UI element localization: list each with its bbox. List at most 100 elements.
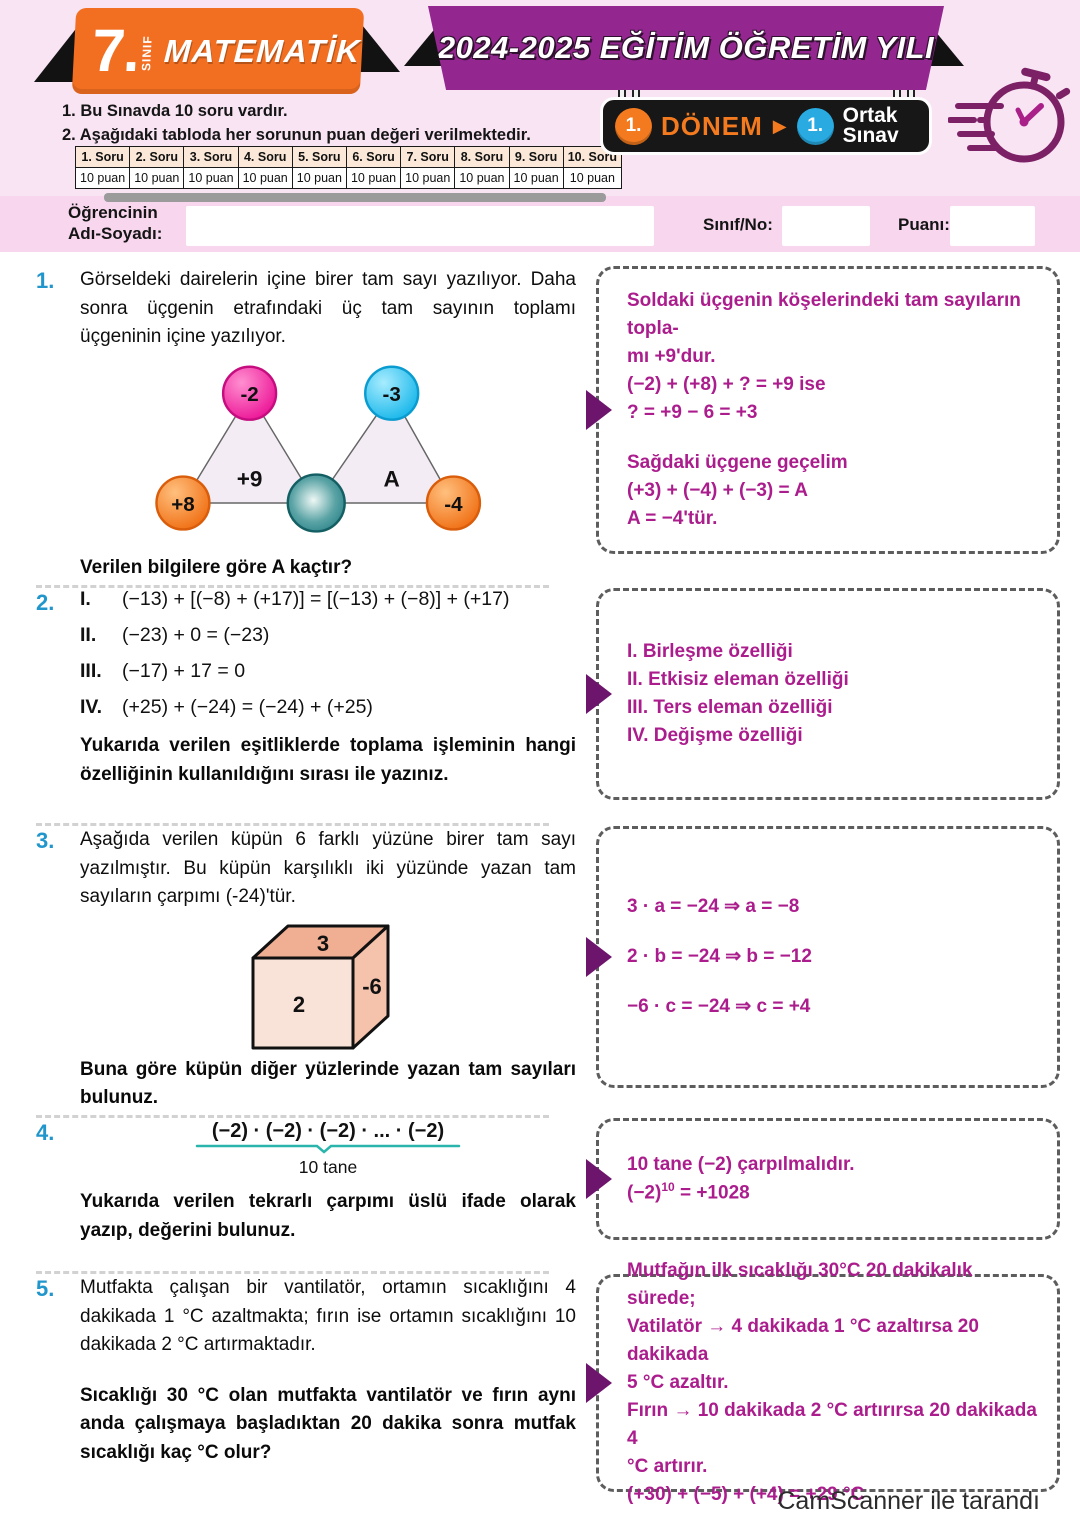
question-number: 1. — [36, 268, 55, 293]
score-table-header-row: 1. Soru 2. Soru 3. Soru 4. Soru 5. Soru … — [74, 146, 623, 168]
question-number: 2. — [36, 590, 55, 615]
answer-line: 10 tane (−2) çarpılmalıdır. — [627, 1153, 855, 1175]
answer-box-5: Mutfağın ilk sıcaklığı 30°C 20 dakikalık… — [596, 1260, 1060, 1505]
answer-line: 5 °C azaltır. — [627, 1371, 729, 1393]
power-base: (−2) — [627, 1182, 662, 1204]
grade-label: SINIF — [138, 35, 155, 71]
question-text: Mutfakta çalışan bir vantilatör, ortamın… — [80, 1277, 576, 1355]
answer-line: A = −4'tür. — [627, 508, 718, 530]
student-name-field — [186, 206, 654, 246]
statement-expression: (−13) + [(−8) + (+17)] = [(−13) + (−8)] … — [122, 588, 510, 610]
answer-line: I. Birleşme özelliği — [627, 640, 793, 662]
stopwatch-icon — [948, 67, 1071, 163]
score-header-cell: 4. Soru — [237, 146, 293, 168]
circle-orange-left — [155, 474, 211, 531]
student-name-label: Öğrencinin Adı-Soyadı: — [68, 202, 162, 245]
class-no-field — [782, 206, 870, 246]
question-row-1: 1. Görseldeki dairelerin içine birer tam… — [36, 266, 1060, 588]
question-prompt: Yukarıda verilen tekrarlı çarpımı üslü i… — [80, 1191, 576, 1241]
score-table-value-row: 10 puan 10 puan 10 puan 10 puan 10 puan … — [74, 167, 623, 189]
triangle-sum-left: +9 — [237, 466, 263, 491]
answer-line: −6 · c = −24 ⇒ c = +4 — [627, 996, 811, 1018]
exam-label-line1: Ortak — [842, 104, 898, 128]
answer-line: ? = +9 − 6 = +3 — [627, 402, 758, 423]
answer-box-2: I. Birleşme özelliği II. Etkisiz eleman … — [596, 588, 1060, 800]
circle-value: -3 — [383, 383, 401, 406]
term-badge: 1. DÖNEM ▶ 1. Ortak Sınav — [600, 97, 932, 155]
grade-badge: 7. SINIF MATEMATİK — [71, 8, 365, 94]
term-number-circle: 1. — [615, 107, 652, 145]
circle-value: -2 — [240, 383, 258, 406]
question-number: 4. — [36, 1120, 55, 1145]
question-prompt: Yukarıda verilen eşitliklerde toplama iş… — [80, 735, 576, 785]
year-banner: 2024-2025 EĞİTİM ÖĞRETİM YILI — [428, 6, 944, 90]
question-4: 4. (−2) · (−2) · (−2) · ... · (−2) 10 ta… — [36, 1118, 576, 1274]
question-row-5: 5. Mutfakta çalışan bir vantilatör, orta… — [36, 1260, 1060, 1506]
answer-line: Sağdaki üçgene geçelim — [627, 452, 848, 474]
power-exponent: 10 — [661, 1179, 675, 1194]
score-value-cell: 10 puan — [129, 167, 185, 189]
answer-line: Mutfağın ilk sıcaklığı 30°C 20 dakikalık… — [627, 1259, 973, 1309]
question-2: 2. I. (−13) + [(−8) + (+17)] = [(−13) + … — [36, 588, 576, 826]
roman-numeral: II. — [80, 624, 97, 646]
answer-line: Fırın → 10 dakikada 2 °C artırırsa 20 da… — [627, 1400, 1037, 1450]
statement-expression: (−23) + 0 = (−23) — [122, 624, 270, 646]
circle-value: -4 — [444, 492, 463, 515]
score-header-cell: 9. Soru — [508, 146, 564, 168]
question-separator — [36, 1115, 549, 1118]
answer-line: Soldaki üçgenin köşelerindeki tam sayıla… — [627, 289, 1021, 339]
circle-pink — [221, 365, 278, 421]
exam-label: Ortak Sınav — [842, 104, 899, 146]
power-result: = +1028 — [674, 1182, 750, 1204]
score-header-cell: 7. Soru — [400, 146, 456, 168]
score-value-cell: 10 puan — [183, 167, 239, 189]
score-label: Puanı: — [898, 215, 950, 234]
score-value-cell: 10 puan — [400, 167, 456, 189]
instructions: 1. Bu Sınavda 10 soru vardır. 2. Aşağıda… — [62, 100, 531, 148]
roman-numeral: I. — [80, 588, 91, 610]
question-text: Aşağıda verilen küpün 6 farklı yüzüne bi… — [80, 829, 576, 907]
answer-line: °C artırır. — [627, 1456, 708, 1478]
circle-teal-blank — [286, 472, 346, 533]
exam-body: 1. Görseldeki dairelerin içine birer tam… — [0, 252, 1080, 1506]
instruction-line: 2. Aşağıdaki tabloda her sorunun puan de… — [62, 125, 531, 144]
score-table: 1. Soru 2. Soru 3. Soru 4. Soru 5. Soru … — [74, 146, 623, 189]
roman-numeral: III. — [80, 660, 102, 682]
cube-right-value: -6 — [362, 974, 382, 999]
question-5: 5. Mutfakta çalışan bir vantilatör, orta… — [36, 1274, 576, 1506]
answer-line: II. Etkisiz eleman özelliği — [627, 668, 849, 690]
score-header-cell: 2. Soru — [129, 146, 185, 168]
answer-line: (−2) + (+8) + ? = +9 ise — [627, 373, 826, 395]
answer-box-1: Soldaki üçgenin köşelerindeki tam sayıla… — [596, 266, 1060, 554]
repeated-product: (−2) · (−2) · (−2) · ... · (−2) 10 tane — [80, 1120, 576, 1178]
statement-item: III. (−17) + 17 = 0 — [80, 660, 576, 683]
student-name-label-line2: Adı-Soyadı: — [68, 224, 163, 244]
grade-number: 7. — [90, 17, 140, 84]
statement-item: IV. (+25) + (−24) = (−24) + (+25) — [80, 696, 576, 719]
score-header-cell: 8. Soru — [454, 146, 510, 168]
statement-item: I. (−13) + [(−8) + (+17)] = [(−13) + (−8… — [80, 588, 576, 611]
answer-line: mı +9'dur. — [627, 345, 716, 367]
q3-cube-diagram: 3 2 -6 — [251, 924, 389, 1049]
answer-line: (+30) + (−5) + (+4) = +29 °C — [627, 1484, 865, 1506]
product-expression: (−2) · (−2) · (−2) · ... · (−2) — [211, 1120, 445, 1142]
question-prompt: Sıcaklığı 30 °C olan mutfakta vantilatör… — [80, 1384, 576, 1463]
roman-numeral: IV. — [80, 696, 103, 718]
answer-box-3: 3 · a = −24 ⇒ a = −8 2 · b = −24 ⇒ b = −… — [596, 826, 1060, 1088]
score-field — [950, 206, 1035, 246]
arrow-right-icon: ▶ — [772, 115, 787, 136]
question-prompt: Buna göre küpün diğer yüzlerinde yazan t… — [80, 1058, 576, 1109]
question-1: 1. Görseldeki dairelerin içine birer tam… — [36, 266, 576, 588]
question-number: 3. — [36, 828, 55, 853]
score-value-cell: 10 puan — [291, 167, 347, 189]
cube-front-value: 2 — [292, 992, 304, 1017]
question-separator — [36, 585, 549, 588]
score-value-cell: 10 puan — [237, 167, 293, 189]
score-header-cell: 6. Soru — [345, 146, 402, 168]
score-value-cell: 10 puan — [345, 167, 402, 189]
cube-top-value: 3 — [316, 931, 328, 956]
question-row-3: 3. Aşağıda verilen küpün 6 farklı yüzüne… — [36, 826, 1060, 1118]
question-row-4: 4. (−2) · (−2) · (−2) · ... · (−2) 10 ta… — [36, 1118, 1060, 1274]
answer-line: (+3) + (−4) + (−3) = A — [627, 480, 808, 502]
